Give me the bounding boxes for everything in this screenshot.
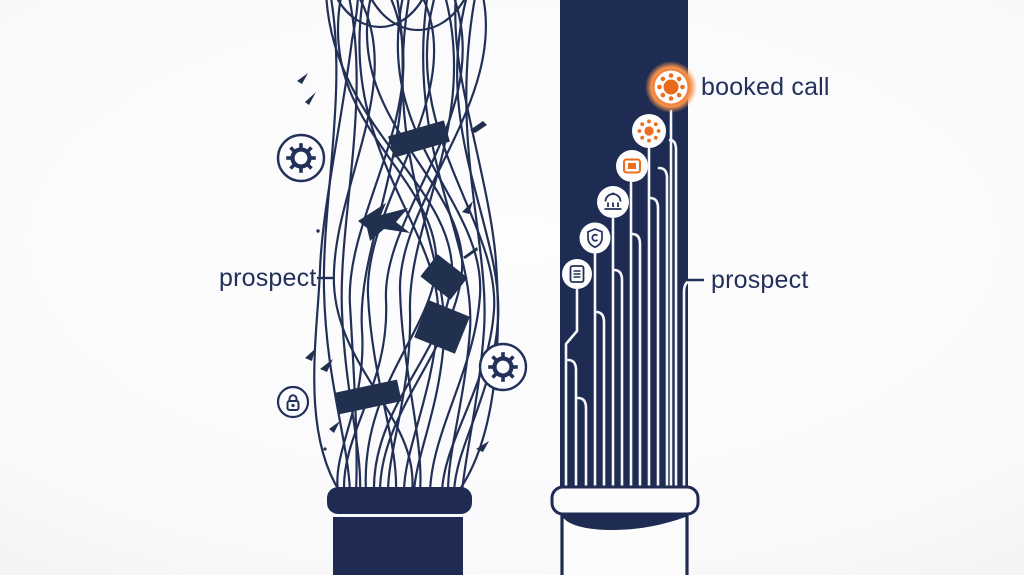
tape-rectangle [414,300,470,354]
left-cable-collar [327,487,472,514]
screen-icon [616,150,648,182]
lock-icon [276,385,310,419]
right-cable-collar [550,485,700,516]
tape-rectangles [334,120,470,415]
right-cable-outline [560,514,689,575]
debris-shards [297,73,489,452]
gear-icon [276,133,326,183]
left-prospect-label: prospect [219,264,317,292]
right-cable-shadow [561,514,688,530]
left-cable [333,517,463,575]
document-icon [562,259,592,289]
booked-call-icon [645,61,697,113]
crumpled-arrow-shape [358,203,410,241]
bank-icon [597,186,629,218]
right-column [550,0,704,575]
copyright-shield-icon [579,222,611,254]
gear-icon [478,342,528,392]
tape-rectangle [334,379,402,415]
sun-icon [632,114,666,148]
booked-call-label: booked call [701,73,830,101]
tangled-wires [313,0,500,494]
signal-lines [564,109,696,492]
tape-rectangle [388,120,450,158]
tape-rectangle [420,254,468,300]
right-prospect-label: prospect [711,266,809,294]
